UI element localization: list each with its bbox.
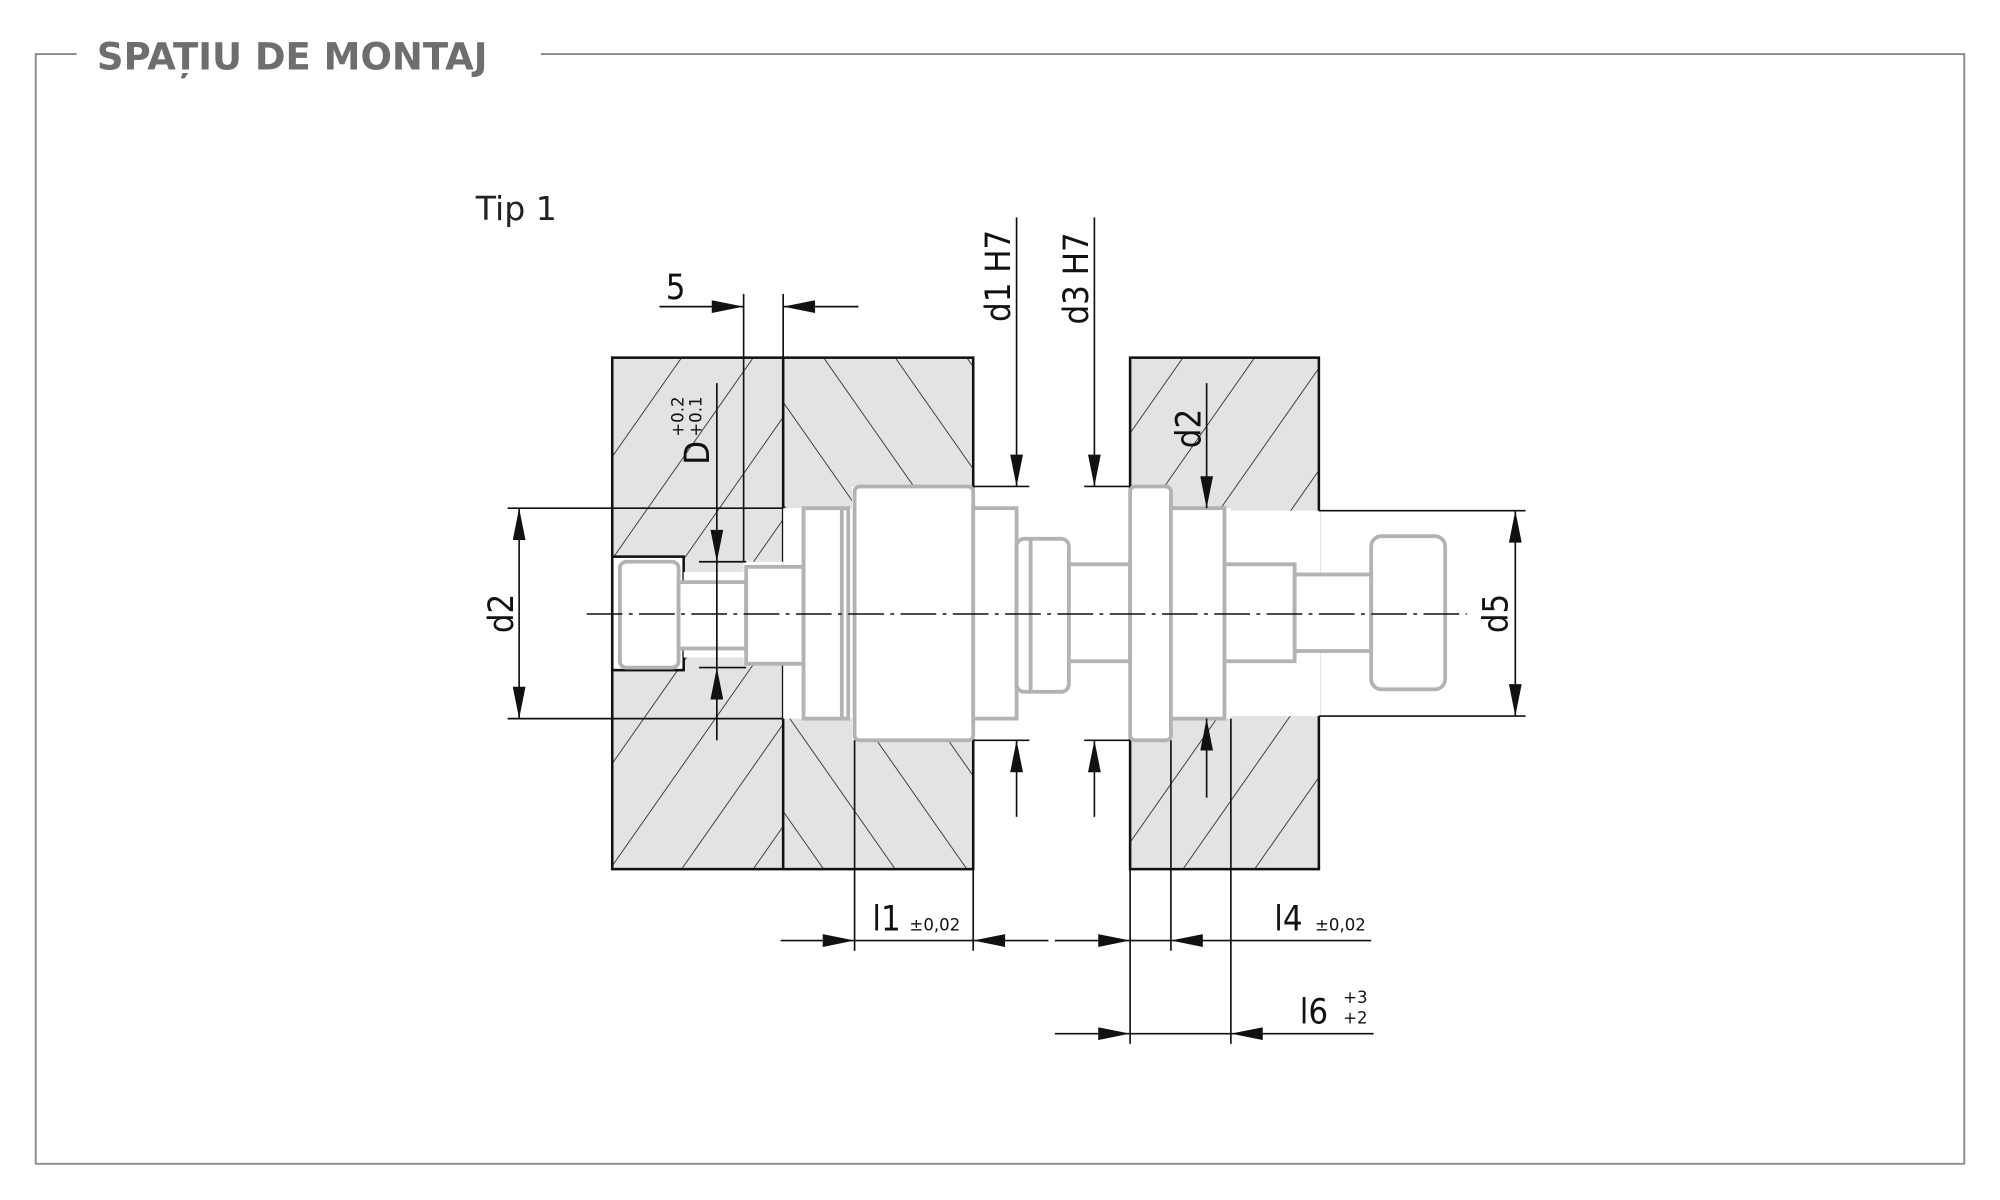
dimension-d2-right: d2 [1169, 383, 1214, 798]
dim-d2-left-label: d2 [482, 594, 522, 633]
dimension-d1: d1 H7 [973, 217, 1030, 817]
dim-l4-label: l4 [1274, 899, 1302, 939]
dim-l6-tol-upper: +3 [1343, 988, 1367, 1007]
dim-d1-label: d1 H7 [979, 230, 1019, 322]
dimension-l1-l4: l1 ±0,02 l4 ±0,02 [780, 718, 1372, 1044]
dimension-l6: l6 +3 +2 [1054, 988, 1374, 1041]
dim-l1-tol: ±0,02 [909, 915, 960, 934]
dim-D-label: D [678, 441, 718, 465]
dim-d2-right-label: d2 [1169, 409, 1209, 448]
frame [34, 53, 1966, 1165]
dimension-D: D +0.2 +0.1 [669, 383, 747, 741]
dim-d5-label: d5 [1477, 594, 1517, 633]
dimension-5: 5 [659, 268, 859, 562]
dim-D-tol-lower: +0.1 [687, 396, 706, 436]
dimension-d2-left: d2 [482, 507, 784, 720]
dim-l4-tol: ±0,02 [1315, 915, 1366, 934]
dim-l6-tol-lower: +2 [1343, 1008, 1367, 1027]
section-title: SPAȚIU DE MONTAJ [97, 35, 488, 78]
dim-l1-label: l1 [872, 899, 900, 939]
dim-5-label: 5 [666, 268, 686, 308]
dim-d3-label: d3 H7 [1057, 232, 1097, 324]
type-label: Tip 1 [475, 189, 557, 228]
dimension-d3: d3 H7 [1057, 217, 1131, 817]
dimension-d5: d5 [1318, 509, 1526, 717]
dim-l6-label: l6 [1300, 992, 1328, 1032]
dim-D-tol-upper: +0.2 [669, 396, 688, 436]
